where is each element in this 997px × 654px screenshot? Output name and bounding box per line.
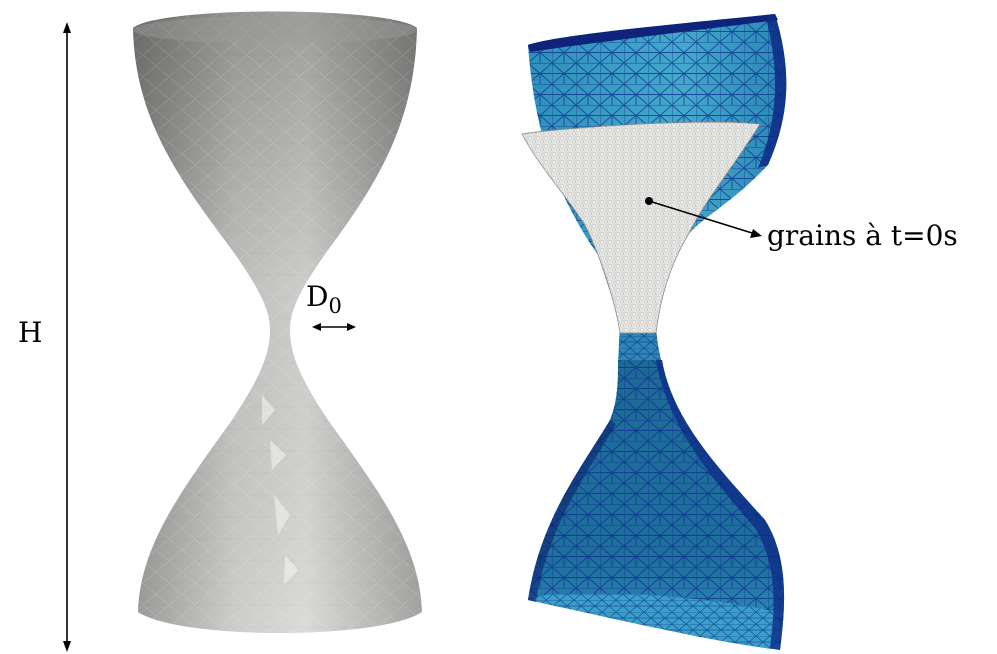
grains-label: grains à t=0s xyxy=(767,219,958,252)
grains-region xyxy=(521,121,761,334)
diameter-label: D0 xyxy=(306,280,342,318)
height-dimension-arrow xyxy=(63,22,71,652)
height-label: H xyxy=(18,316,42,349)
mesh-hourglass xyxy=(528,14,787,650)
diameter-dimension-arrow xyxy=(312,323,356,331)
solid-hourglass xyxy=(133,11,422,633)
grains-pointer-arrow xyxy=(645,197,762,238)
